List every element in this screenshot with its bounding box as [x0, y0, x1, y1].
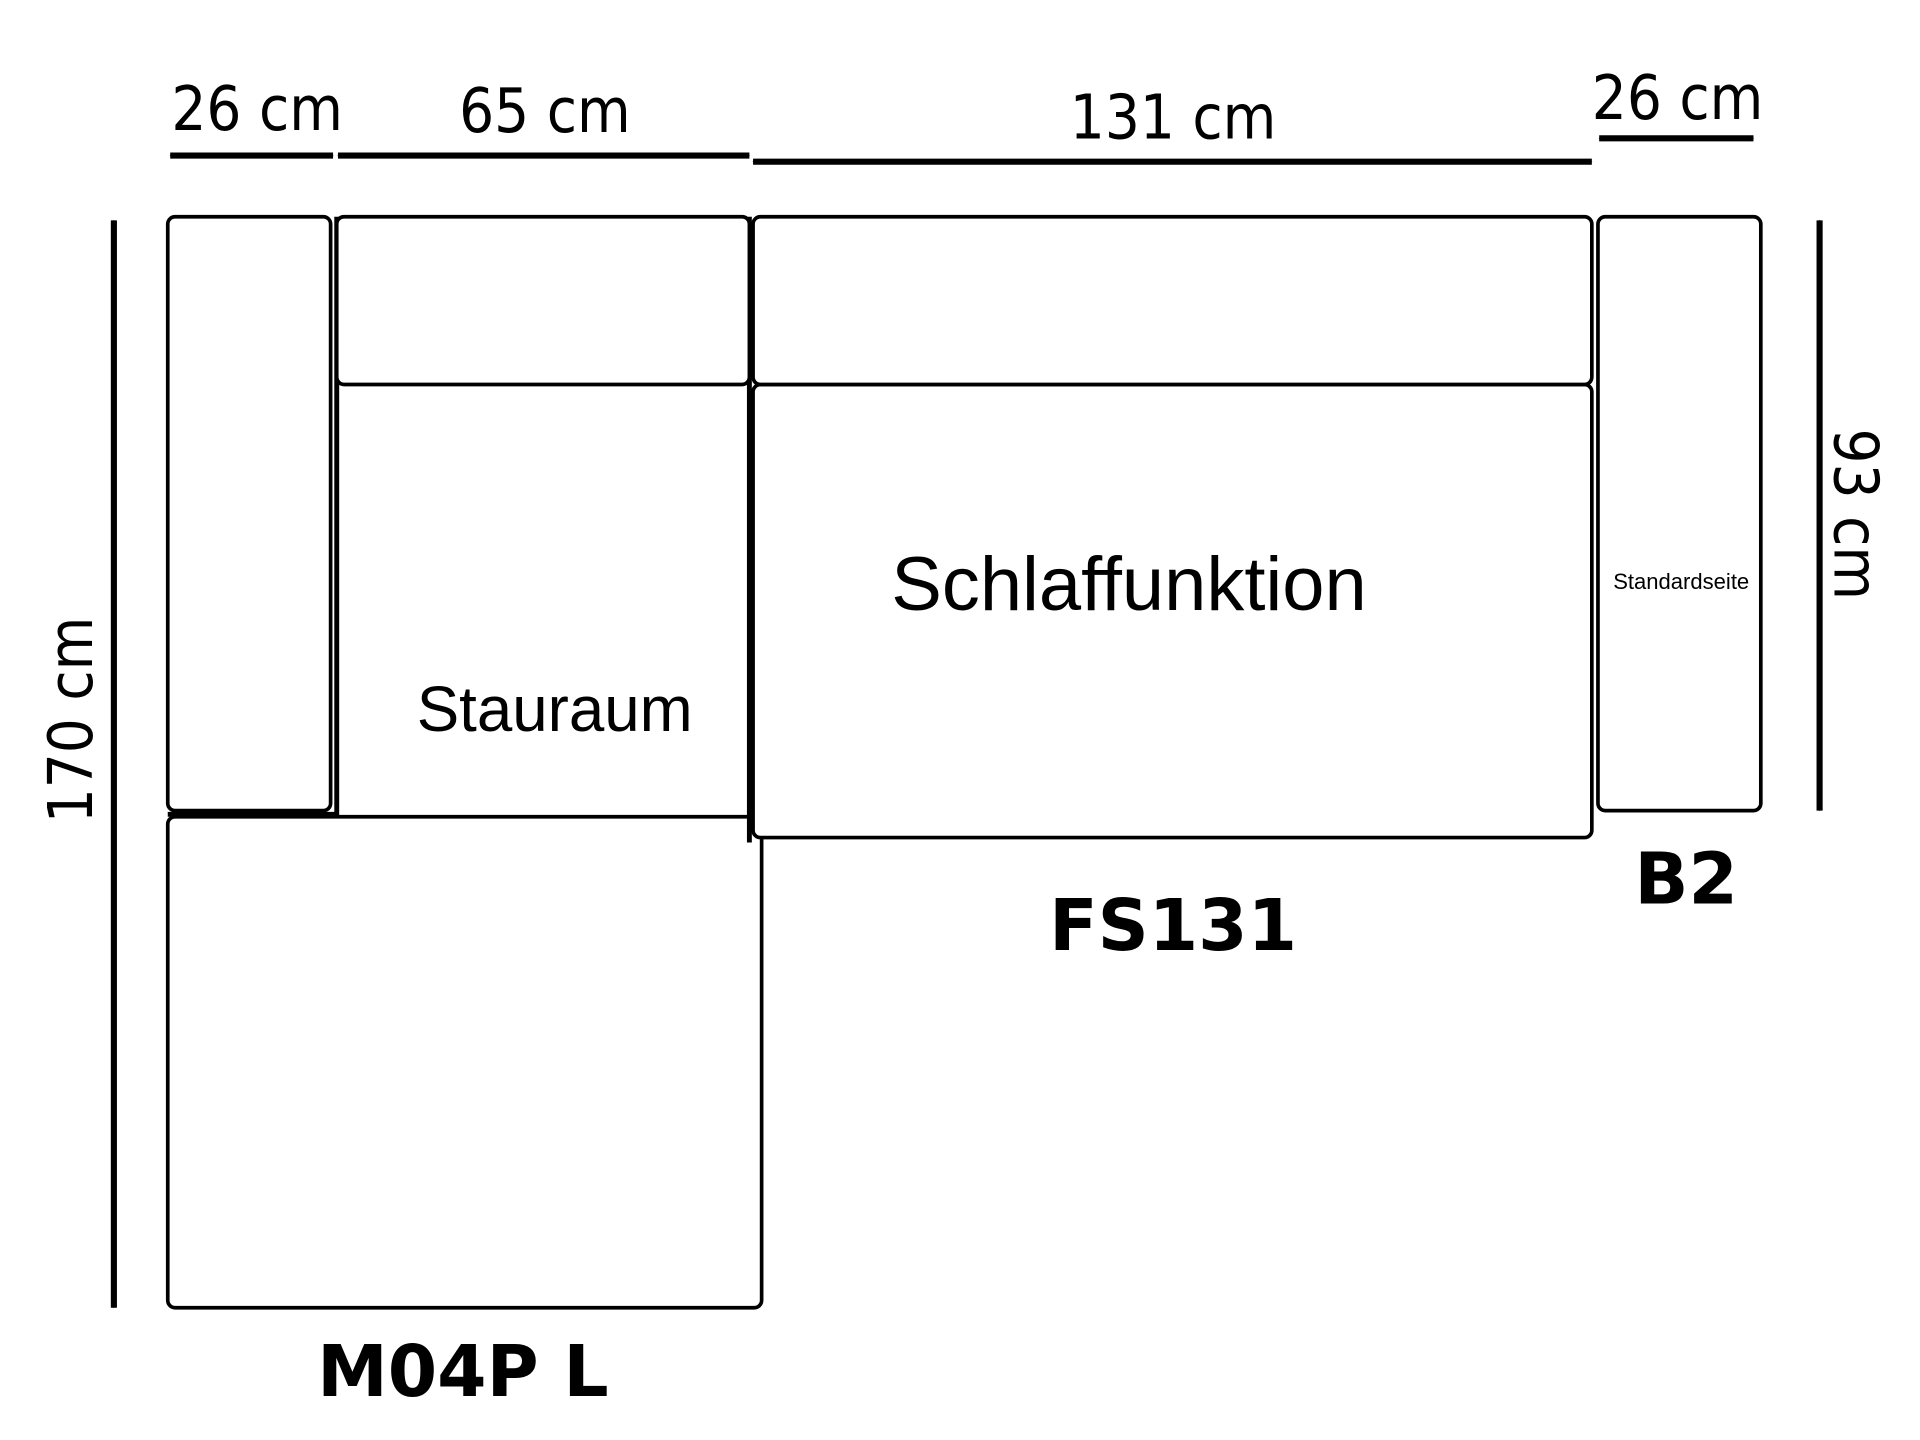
dim-right-armrest: 26 cm: [1592, 63, 1764, 134]
sleep-function-label: Schlaffunktion: [891, 542, 1366, 627]
sofa-back-cushion: [751, 214, 1594, 387]
left-armrest: [165, 214, 333, 813]
chaise-seat: [165, 814, 764, 1310]
dim-sofa: 131 cm: [1070, 82, 1277, 153]
module-code-corner: M04P L: [317, 1330, 609, 1413]
corner-back-cushion: [334, 214, 752, 387]
dim-left-armrest: 26 cm: [171, 74, 343, 145]
dim-left-depth: 170 cm: [36, 617, 107, 824]
dim-right-depth: 93 cm: [1819, 429, 1890, 601]
module-code-armrest: B2: [1634, 838, 1738, 921]
storage-section-left-edge: [167, 216, 340, 817]
right-armrest: [1596, 214, 1763, 813]
storage-label: Stauraum: [417, 674, 693, 745]
standard-side-label: Standardseite: [1613, 569, 1749, 594]
module-code-sofa: FS131: [1049, 884, 1297, 967]
dim-corner: 65 cm: [459, 76, 631, 147]
